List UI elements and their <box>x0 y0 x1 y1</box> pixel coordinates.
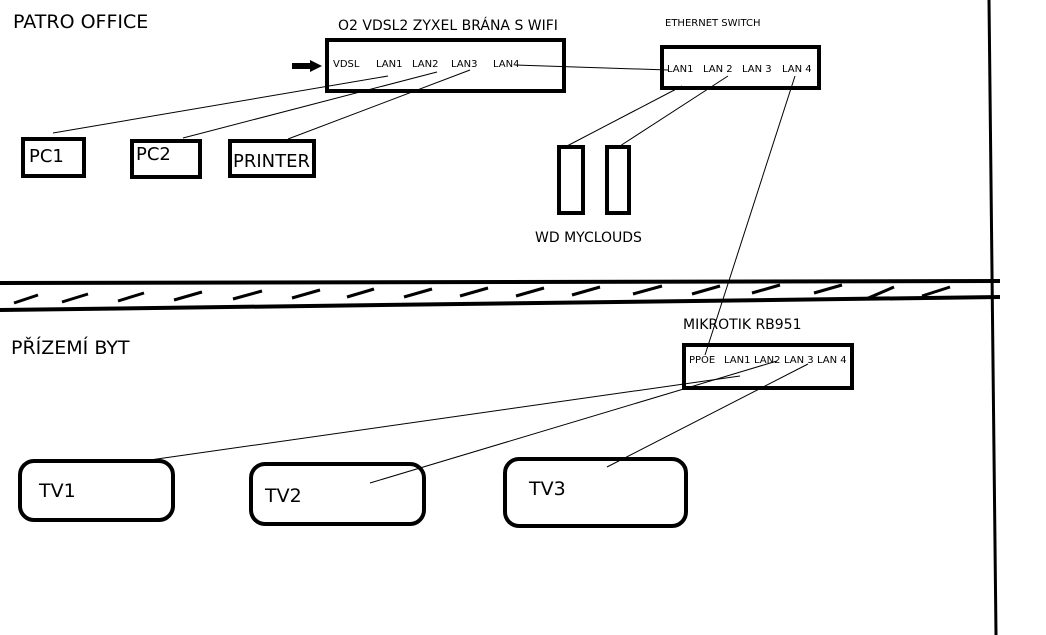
link-printer-lan3 <box>287 69 471 140</box>
link-zyxel-lan4-switch-lan1 <box>514 64 669 71</box>
link-mikrotik-lan1-tv1 <box>149 375 741 461</box>
zyxel-port-lan2: LAN2 <box>412 59 439 70</box>
wd-mycloud-2 <box>605 145 631 215</box>
link-mikrotik-lan2-tv2 <box>369 360 778 484</box>
switch-port-lan1: LAN1 <box>667 64 694 75</box>
floor-divider <box>0 279 1001 312</box>
tv2-label: TV2 <box>265 485 302 507</box>
mikrotik-port-lan3: LAN 3 <box>784 355 814 366</box>
wd-mycloud-1 <box>557 145 585 215</box>
zyxel-title: O2 VDSL2 ZYXEL BRÁNA S WIFI <box>338 18 558 34</box>
mikrotik-router <box>682 343 854 390</box>
link-pc1-lan1 <box>52 75 389 134</box>
link-switch-lan4-mikrotik-ppoe <box>704 75 796 356</box>
zyxel-port-vdsl: VDSL <box>333 59 360 70</box>
mikrotik-port-lan2: LAN2 <box>754 355 781 366</box>
pc1-label: PC1 <box>29 146 64 167</box>
switch-port-lan3: LAN 3 <box>742 64 772 75</box>
printer-label: PRINTER <box>233 151 311 172</box>
link-pc2-lan2 <box>182 71 438 139</box>
tv2-box <box>249 462 426 526</box>
vdsl-arrow-icon <box>292 60 322 72</box>
zone-label-ground-flat: PŘÍZEMÍ BYT <box>11 337 130 359</box>
pc2-box <box>130 139 202 179</box>
mikrotik-port-ppoe: PPOE <box>689 355 716 366</box>
zyxel-port-lan3: LAN3 <box>451 59 478 70</box>
zyxel-gateway <box>325 38 566 93</box>
zyxel-port-lan1: LAN1 <box>376 59 403 70</box>
pc2-label: PC2 <box>136 144 171 165</box>
mikrotik-title: MIKROTIK RB951 <box>683 317 802 333</box>
switch-port-lan4: LAN 4 <box>782 64 812 75</box>
mikrotik-port-lan4: LAN 4 <box>817 355 847 366</box>
switch-title: ETHERNET SWITCH <box>665 18 761 29</box>
mikrotik-port-lan1: LAN1 <box>724 355 751 366</box>
wd-myclouds-label: WD MYCLOUDS <box>535 230 642 246</box>
printer-box <box>228 139 316 178</box>
tv3-box <box>503 457 688 528</box>
tv3-label: TV3 <box>529 478 566 500</box>
zyxel-port-lan4: LAN4 <box>493 59 520 70</box>
link-mikrotik-lan3-tv3 <box>606 363 809 468</box>
tv1-label: TV1 <box>39 480 76 502</box>
zone-label-office: PATRO OFFICE <box>13 11 149 33</box>
tv1-box <box>18 459 175 522</box>
pc1-box <box>21 137 86 178</box>
wall-vertical <box>987 0 998 635</box>
link-switch-lan2-wd1 <box>566 85 683 147</box>
ethernet-switch <box>660 45 821 90</box>
switch-port-lan2: LAN 2 <box>703 64 733 75</box>
connection-lines <box>52 64 809 484</box>
